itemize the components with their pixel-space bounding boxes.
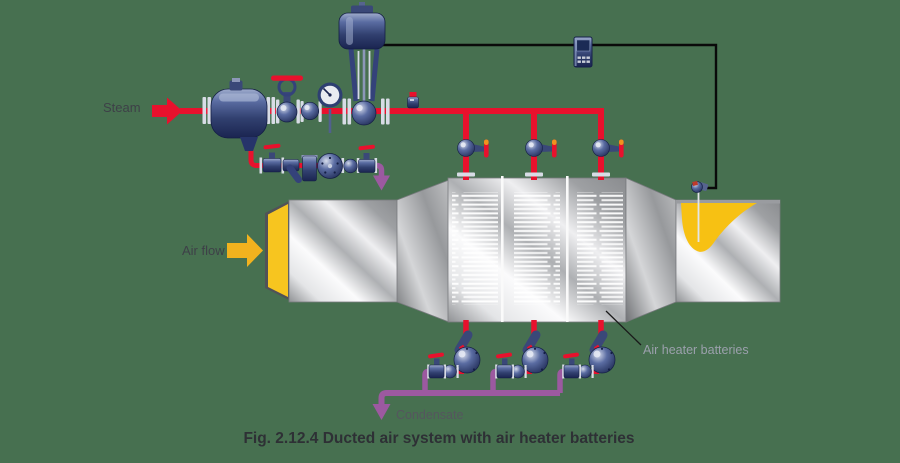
isolation-valve-icon bbox=[271, 75, 303, 124]
drop-valve-icon bbox=[525, 139, 557, 177]
heater-battery-2-fins bbox=[514, 192, 560, 305]
gate-valve-icon bbox=[496, 364, 513, 379]
branch-isolation-valves bbox=[457, 139, 624, 177]
gate-valve-icon bbox=[262, 143, 282, 173]
air-vent-icon bbox=[407, 92, 419, 109]
steam-arrow-icon bbox=[152, 97, 183, 125]
air-flow-arrow-icon bbox=[227, 234, 263, 267]
separator-drain-line bbox=[248, 146, 372, 168]
heated-air-cutaway bbox=[681, 203, 757, 252]
air-duct bbox=[265, 176, 781, 323]
condensate-arrow-icon bbox=[373, 175, 390, 191]
steam-label: Steam bbox=[103, 100, 141, 115]
condensate-label: Condensate bbox=[396, 408, 464, 422]
pressure-gauge-icon bbox=[317, 82, 343, 133]
gate-valve-icon bbox=[358, 144, 376, 173]
drop-valve-icon bbox=[592, 139, 624, 177]
figure-caption: Fig. 2.12.4 Ducted air system with air h… bbox=[243, 430, 635, 447]
control-valve-icon bbox=[338, 2, 390, 126]
trap-assembly bbox=[427, 330, 481, 379]
strainer-icon bbox=[282, 159, 302, 183]
drop-valve-icon bbox=[457, 139, 489, 177]
separator-trap-set bbox=[259, 143, 378, 183]
gate-valve-icon bbox=[563, 364, 580, 379]
battery-divider-2 bbox=[566, 176, 569, 322]
battery-trap-assemblies bbox=[427, 330, 616, 379]
check-valve-icon bbox=[343, 158, 358, 174]
condensate-arrow-icon bbox=[372, 404, 391, 420]
condensate-manifold bbox=[378, 390, 560, 404]
duct-outlet-top-edge bbox=[676, 200, 780, 204]
duct-inlet-face bbox=[268, 204, 288, 297]
controller-icon bbox=[573, 36, 593, 68]
air-heater-batteries-label: Air heater batteries bbox=[643, 343, 749, 357]
heater-battery-1-fins bbox=[452, 192, 498, 305]
temperature-sensor-icon bbox=[691, 181, 709, 242]
battery-divider-1 bbox=[501, 176, 504, 322]
duct-expanding-transition bbox=[396, 179, 450, 323]
air-flow-label: Air flow bbox=[182, 243, 225, 258]
float-trap-icon bbox=[317, 153, 343, 179]
gate-valve-icon bbox=[428, 364, 445, 379]
sight-check-icon bbox=[301, 155, 318, 182]
separator-icon bbox=[202, 78, 276, 151]
heater-battery-3-fins bbox=[577, 192, 623, 305]
sight-glass-icon bbox=[300, 101, 322, 122]
signal-line bbox=[381, 43, 718, 190]
duct-inlet-section bbox=[288, 199, 399, 303]
trap-assembly bbox=[495, 330, 549, 379]
trap-assembly bbox=[562, 330, 616, 379]
battery-label-pointer bbox=[605, 310, 642, 346]
duct-contracting-transition bbox=[625, 177, 677, 323]
